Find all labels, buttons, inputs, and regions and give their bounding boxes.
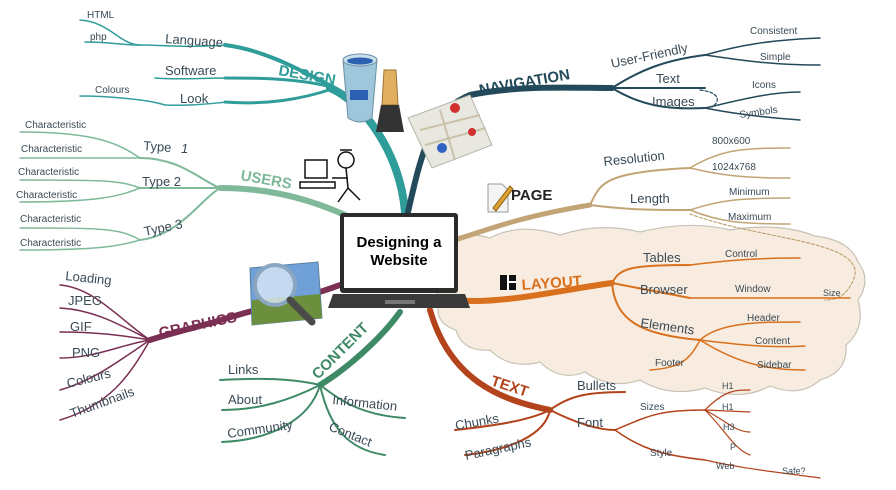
layout-content: Content bbox=[755, 336, 790, 347]
layout-grid-icon bbox=[500, 275, 516, 290]
layout-tables: Tables bbox=[643, 250, 681, 265]
graphics-colours: Colours bbox=[65, 365, 113, 391]
design-php: php bbox=[90, 32, 107, 43]
navigation-images: Images bbox=[652, 94, 695, 109]
users-characteristic-5: Characteristic bbox=[20, 214, 81, 225]
graphics-gif: GIF bbox=[70, 319, 92, 334]
graphics-title: GRAPHICS bbox=[157, 309, 238, 342]
text-branch bbox=[427, 307, 821, 479]
page-branch bbox=[452, 147, 856, 301]
layout-header: Header bbox=[747, 313, 780, 324]
magnifier-picture-icon bbox=[249, 261, 323, 326]
text-safe: Safe? bbox=[782, 466, 806, 476]
page-minimum: Minimum bbox=[729, 187, 770, 198]
graphics-png: PNG bbox=[72, 345, 100, 360]
users-characteristic-1: Characteristic bbox=[25, 120, 86, 131]
layout-control: Control bbox=[725, 249, 757, 260]
navigation-consistent: Consistent bbox=[750, 26, 797, 37]
design-colours: Colours bbox=[95, 85, 129, 96]
users-characteristic-3: Characteristic bbox=[18, 167, 79, 178]
center-title-line2: Website bbox=[370, 252, 427, 269]
navigation-icons: Icons bbox=[752, 80, 776, 91]
content-links: Links bbox=[228, 362, 259, 377]
text-h1a: H1 bbox=[722, 381, 734, 391]
graphics-loading: Loading bbox=[65, 268, 113, 288]
layout-title: LAYOUT bbox=[521, 273, 582, 294]
content-contact: Contact bbox=[327, 419, 375, 450]
navigation-user-friendly: User-Friendly bbox=[610, 40, 690, 71]
laptop-icon bbox=[328, 213, 470, 308]
graphics-thumbnails: Thumbnails bbox=[68, 384, 137, 421]
navigation-text: Text bbox=[656, 71, 680, 86]
page-res1: 800x600 bbox=[712, 136, 751, 147]
page-res2: 1024x768 bbox=[712, 162, 756, 173]
layout-cloud bbox=[433, 224, 866, 396]
page-pencil-icon bbox=[487, 183, 514, 213]
layout-browser: Browser bbox=[640, 282, 688, 297]
users-characteristic-6: Characteristic bbox=[20, 238, 81, 249]
graphics-jpeg: JPEG bbox=[68, 293, 102, 308]
design-language: Language bbox=[165, 31, 224, 50]
design-title: DESIGN bbox=[277, 62, 337, 89]
users-characteristic-2: Characteristic bbox=[21, 144, 82, 155]
page-title: PAGE bbox=[511, 187, 552, 204]
navigation-symbols: Symbols bbox=[739, 105, 779, 121]
navigation-title: NAVIGATION bbox=[478, 66, 572, 99]
navigation-simple: Simple bbox=[760, 52, 791, 63]
content-information: Information bbox=[332, 392, 398, 414]
content-about: About bbox=[228, 392, 262, 407]
users-type3: Type 3 bbox=[143, 216, 184, 239]
design-software: Software bbox=[165, 63, 216, 78]
users-branch bbox=[19, 131, 348, 251]
layout-branch bbox=[452, 257, 851, 371]
page-resolution: Resolution bbox=[603, 148, 666, 169]
layout-sidebar: Sidebar bbox=[757, 360, 792, 371]
design-html: HTML bbox=[87, 10, 115, 21]
text-chunks: Chunks bbox=[454, 410, 501, 433]
text-sizes: Sizes bbox=[640, 402, 664, 413]
text-h3: H3 bbox=[723, 422, 735, 432]
page-length: Length bbox=[630, 191, 670, 206]
map-icon bbox=[407, 94, 493, 169]
person-at-computer-icon bbox=[299, 149, 361, 203]
users-characteristic-4: Characteristic bbox=[16, 190, 77, 201]
layout-window: Window bbox=[735, 284, 771, 295]
text-h1b: H1 bbox=[722, 402, 734, 412]
paint-bucket-icon bbox=[342, 53, 404, 132]
content-branch bbox=[219, 309, 406, 456]
users-type2: Type 2 bbox=[142, 174, 181, 189]
text-font: Font bbox=[577, 415, 603, 430]
text-web: Web bbox=[716, 461, 734, 471]
text-p: P bbox=[730, 442, 736, 452]
text-paragraphs: Paragraphs bbox=[464, 434, 533, 463]
text-style: Style bbox=[650, 448, 673, 459]
page-maximum: Maximum bbox=[728, 212, 771, 223]
users-type1-num: 1 bbox=[181, 141, 188, 156]
layout-size: Size bbox=[823, 288, 841, 298]
design-look: Look bbox=[180, 91, 209, 106]
content-community: Community bbox=[226, 417, 294, 441]
users-type1: Type bbox=[143, 138, 172, 155]
center-title-line1: Designing a bbox=[356, 234, 442, 251]
layout-footer: Footer bbox=[655, 358, 685, 369]
text-bullets: Bullets bbox=[577, 378, 617, 393]
